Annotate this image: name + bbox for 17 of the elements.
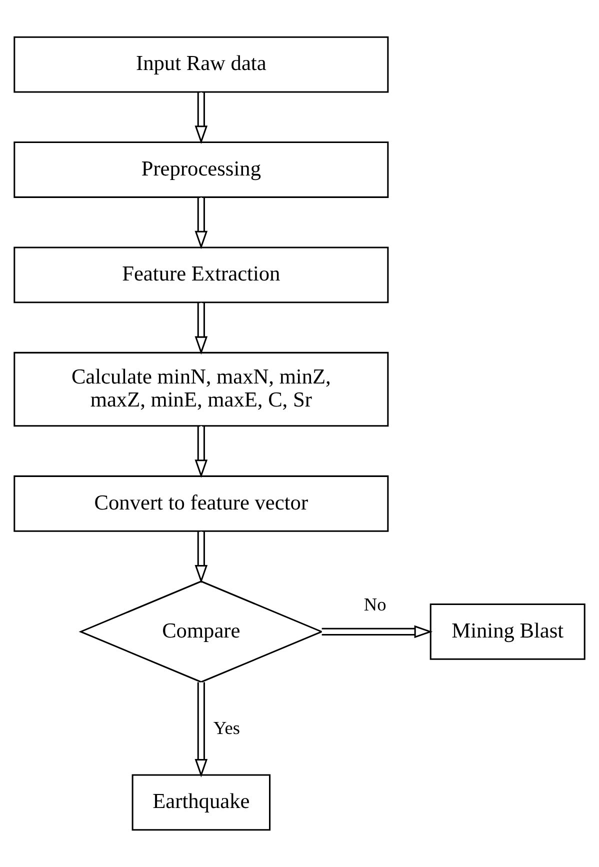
edge-label: Yes [213, 718, 240, 738]
arrow [194, 302, 208, 355]
arrow [322, 625, 433, 638]
node-box: Feature Extraction [14, 246, 389, 304]
node-box: Mining Blast [430, 604, 586, 660]
node-box: Calculate minN, maxN, minZ, maxZ, minE, maxE, C, Sr [14, 352, 389, 427]
arrow [194, 426, 208, 478]
node-box: Input Raw data [14, 36, 389, 93]
arrow [194, 682, 208, 778]
arrow [194, 532, 208, 584]
arrow [194, 92, 208, 144]
node-box: Earthquake [132, 774, 271, 831]
arrow [194, 198, 208, 250]
node-box: Preprocessing [14, 142, 389, 198]
node-diamond: Compare [78, 580, 324, 683]
node-box: Convert to feature vector [14, 475, 389, 532]
edge-label: No [364, 594, 386, 615]
